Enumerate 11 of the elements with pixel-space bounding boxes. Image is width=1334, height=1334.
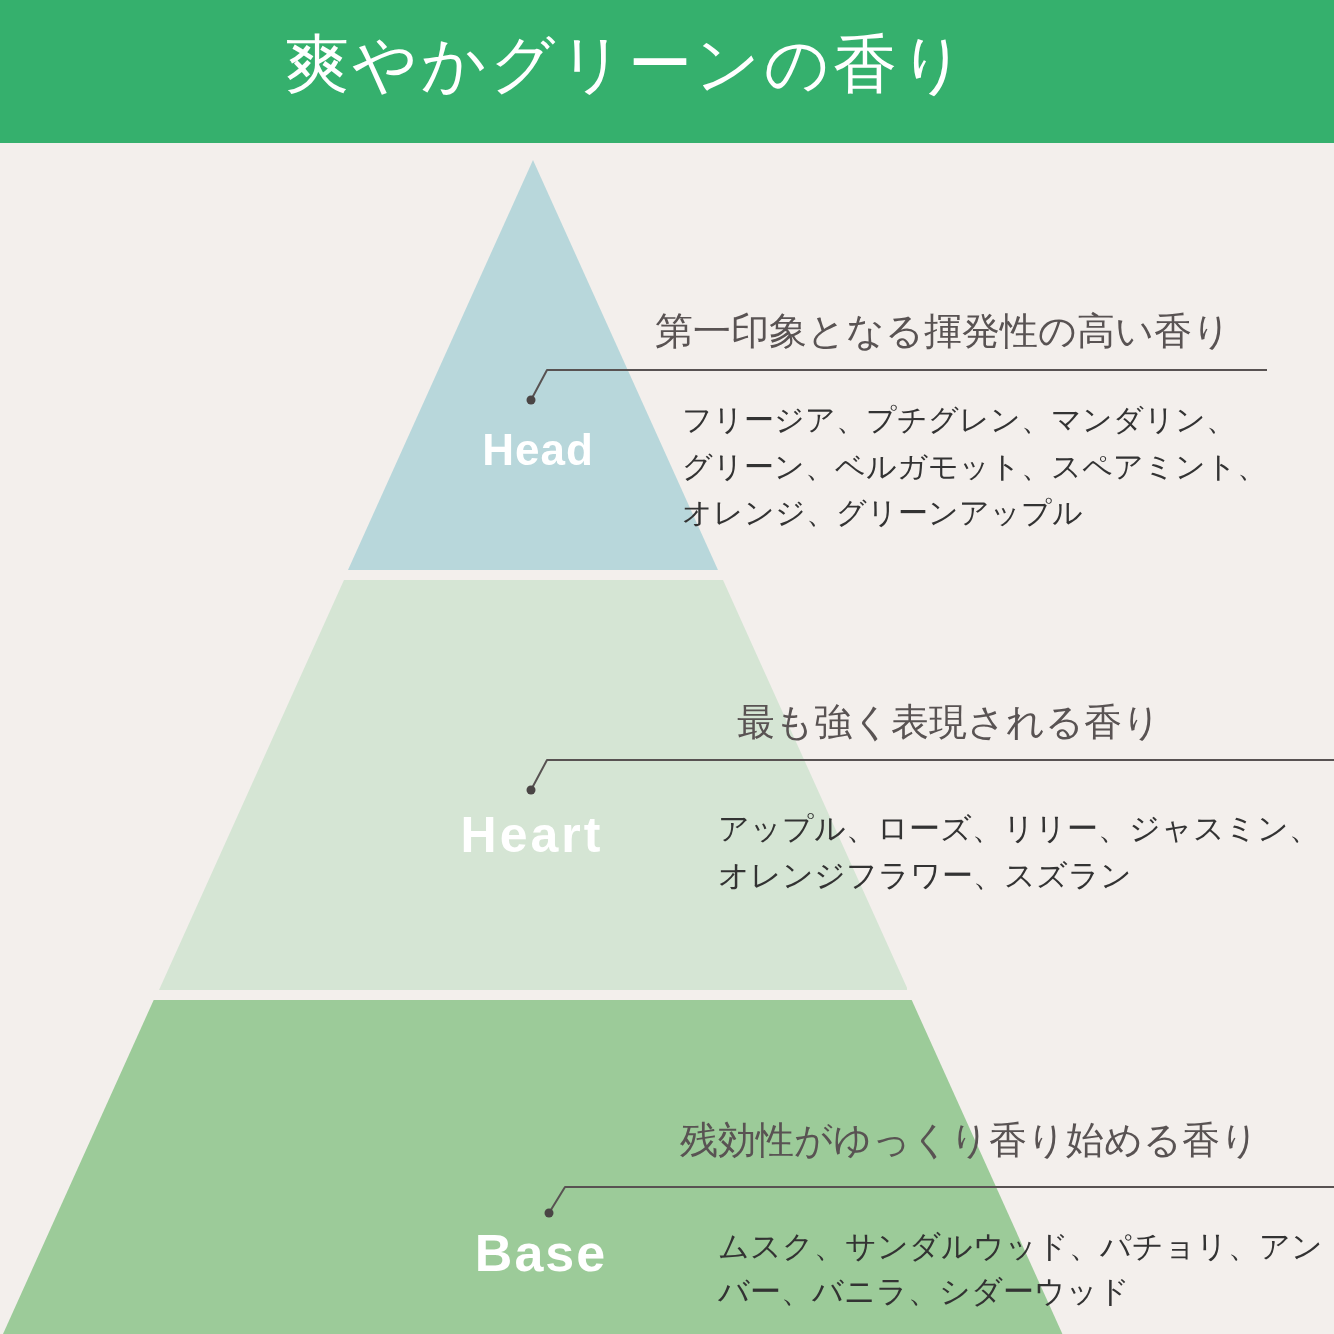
- note-list: アップル、ローズ、リリー、ジャスミン、オレンジフラワー、スズラン: [718, 805, 1334, 899]
- leader-line: [544, 1186, 1334, 1218]
- tier-label: Base: [474, 1227, 608, 1279]
- tier-label: Head: [482, 428, 594, 472]
- description-heading: 第一印象となる揮発性の高い香り: [655, 309, 1231, 355]
- note-list: フリージア、プチグレン、マンダリン、グリーン、ベルガモット、スペアミント、オレンジ、グリーンアップル: [682, 397, 1267, 537]
- description-heading: 残効性がゆっくり香り始める香り: [680, 1118, 1259, 1164]
- title: 爽やかグリーンの香り: [285, 26, 969, 103]
- leader-line: [526, 369, 1268, 405]
- description-heading: 最も強く表現される香り: [737, 700, 1161, 746]
- leader-line: [526, 759, 1334, 795]
